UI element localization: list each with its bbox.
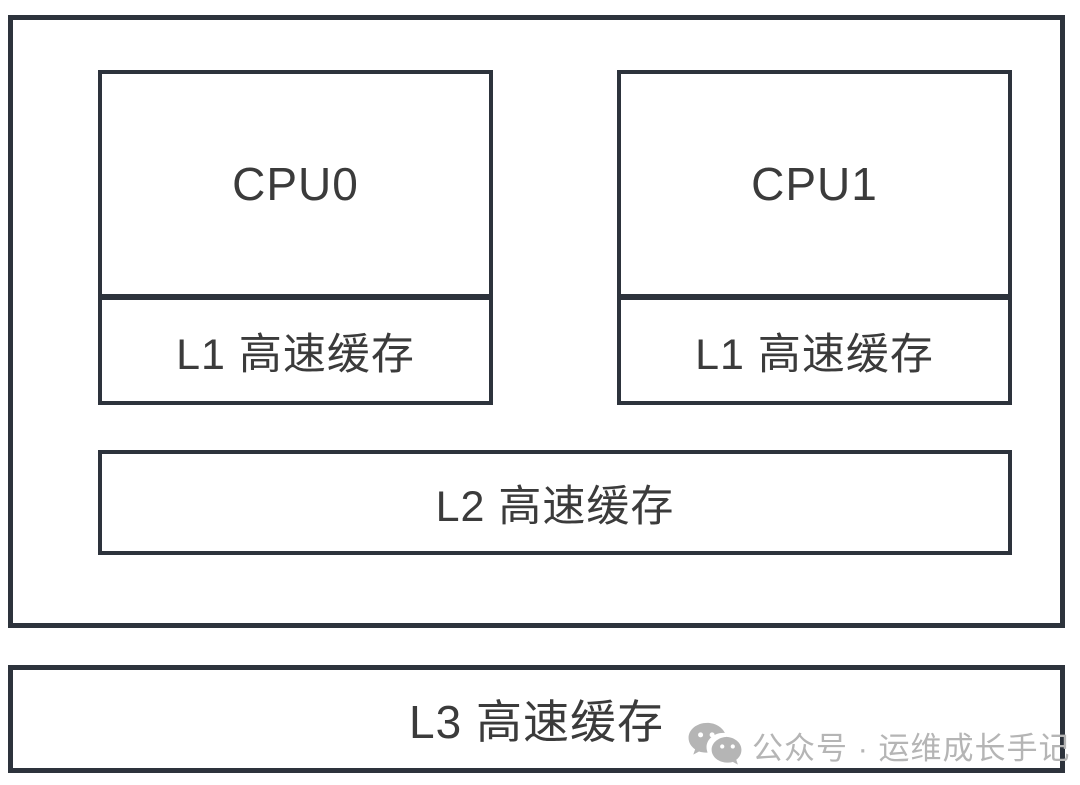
cpu-package-box xyxy=(8,15,1065,628)
cpu1-l1-cache-box: L1 高速缓存 xyxy=(617,296,1012,405)
cpu0-l1-cache-box: L1 高速缓存 xyxy=(98,296,493,405)
wechat-icon xyxy=(688,722,742,765)
l3-cache-label: L3 高速缓存 xyxy=(409,696,664,748)
cpu0-label: CPU0 xyxy=(232,158,359,210)
watermark-text: 公众号 · 运维成长手记 xyxy=(752,730,1071,766)
cpu0-l1-cache-label: L1 高速缓存 xyxy=(176,330,415,379)
cpu0-box: CPU0 xyxy=(98,70,493,298)
cpu1-label: CPU1 xyxy=(751,158,878,210)
l2-cache-box: L2 高速缓存 xyxy=(98,450,1012,555)
l2-cache-label: L2 高速缓存 xyxy=(435,482,675,531)
cpu1-box: CPU1 xyxy=(617,70,1012,298)
cpu1-l1-cache-label: L1 高速缓存 xyxy=(695,330,934,379)
l3-cache-box: L3 高速缓存 xyxy=(8,665,1065,773)
watermark: 公众号 · 运维成长手记 xyxy=(686,720,1071,770)
